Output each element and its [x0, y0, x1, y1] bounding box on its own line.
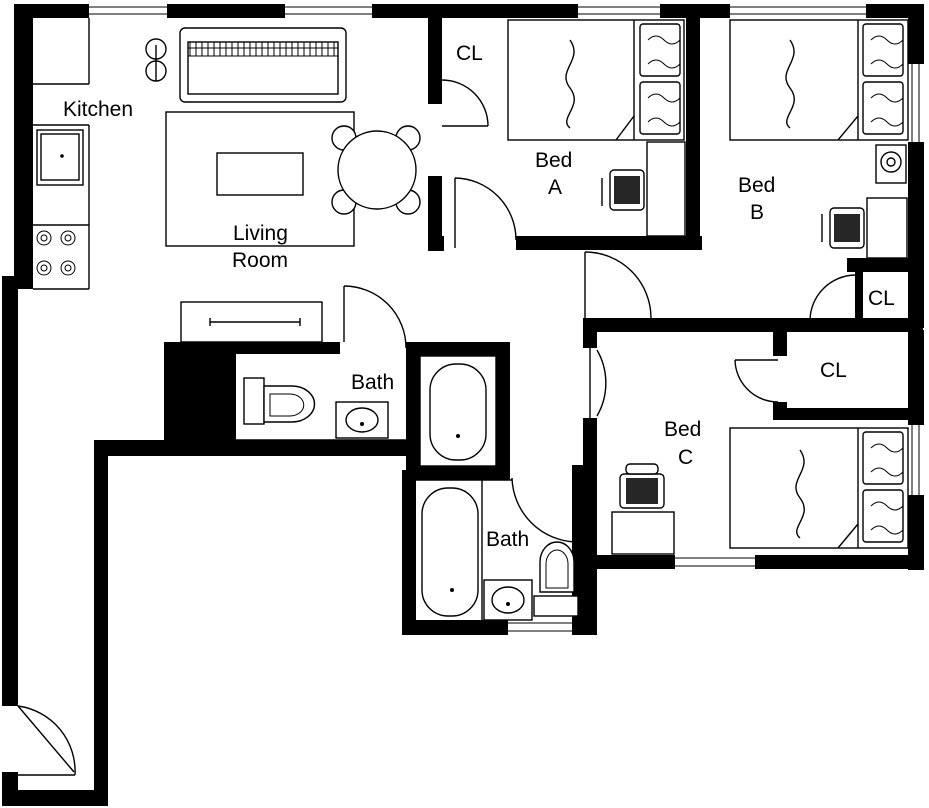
- desk-icon: [611, 511, 675, 555]
- label-bed-b-line2: B: [750, 201, 764, 224]
- walls: [2, 4, 924, 806]
- bath-upper-fixtures: [236, 355, 497, 467]
- sofa-icon: [179, 27, 347, 103]
- label-living-room-line2: Room: [232, 249, 288, 272]
- bed-icon: [507, 19, 685, 141]
- floor-lamp-icon: [145, 38, 167, 82]
- toilet-icon: [243, 377, 316, 425]
- label-bed-b-line1: Bed: [738, 174, 775, 197]
- rug-and-coffee-table: [165, 111, 355, 247]
- label-living-room-line1: Living: [233, 222, 288, 245]
- bathtub-icon: [419, 355, 497, 467]
- label-bed-c-line2: C: [678, 446, 693, 469]
- stove-icon: [36, 230, 76, 276]
- sink-icon: [335, 401, 389, 439]
- label-bed-c-line1: Bed: [664, 418, 701, 441]
- room-labels: Kitchen Living Room CL Bed A Bed B CL CL…: [63, 42, 895, 551]
- chair-icon: [601, 169, 645, 211]
- label-bed-a-line1: Bed: [535, 149, 572, 172]
- label-closet-c: CL: [820, 359, 847, 382]
- chair-icon: [821, 207, 865, 249]
- chair-icon: [619, 463, 665, 509]
- kitchen-counter: [33, 18, 90, 290]
- dining-table-icon: [331, 125, 421, 215]
- label-bath-upper: Bath: [351, 371, 394, 394]
- toilet-icon: [533, 541, 579, 617]
- tv-console-icon: [180, 301, 323, 343]
- bed-icon: [729, 427, 909, 549]
- label-kitchen: Kitchen: [63, 98, 133, 121]
- bed-icon: [729, 19, 909, 141]
- windows: [89, 6, 920, 632]
- bathtub-icon: [421, 487, 479, 617]
- doors: [17, 79, 856, 776]
- label-closet-a: CL: [456, 42, 483, 65]
- label-bed-a-line2: A: [548, 176, 562, 199]
- label-bath-lower: Bath: [486, 528, 529, 551]
- bath-lower-fixtures: [416, 479, 579, 621]
- desk-icon: [866, 197, 908, 259]
- bed-a-furniture: [507, 19, 686, 237]
- bed-b-furniture: [729, 19, 909, 259]
- sink-icon: [483, 579, 533, 621]
- label-closet-b: CL: [868, 287, 895, 310]
- lamp-icon: [875, 144, 907, 184]
- bed-c-furniture: [611, 427, 909, 555]
- desk-icon: [646, 141, 686, 237]
